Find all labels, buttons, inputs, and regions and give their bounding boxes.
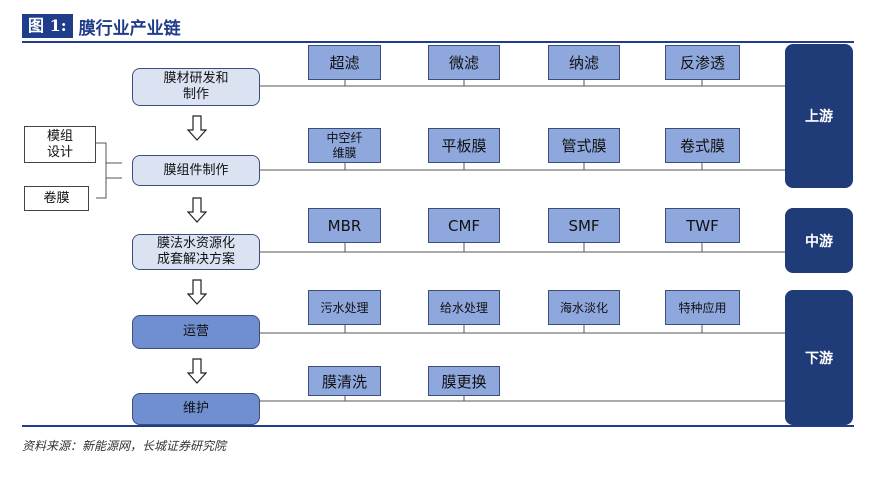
stage-downstream: 下游 bbox=[785, 290, 853, 425]
item-membrane-replacement: 膜更换 bbox=[428, 366, 500, 396]
item-label: SMF bbox=[568, 216, 600, 235]
item-label: MBR bbox=[327, 216, 362, 235]
item-label: 管式膜 bbox=[561, 137, 607, 155]
item-tubular: 管式膜 bbox=[548, 128, 620, 163]
item-label: 平板膜 bbox=[441, 137, 487, 155]
flow-step-solution: 膜法水资源化 成套解决方案 bbox=[132, 234, 260, 270]
item-special-applications: 特种应用 bbox=[665, 290, 740, 325]
item-microfiltration: 微滤 bbox=[428, 45, 500, 80]
stage-label: 中游 bbox=[805, 233, 833, 250]
source-note: 资料来源：新能源网，长城证券研究院 bbox=[22, 439, 227, 453]
item-flat-sheet: 平板膜 bbox=[428, 128, 500, 163]
item-water-supply-treatment: 给水处理 bbox=[428, 290, 500, 325]
stage-label: 上游 bbox=[805, 109, 833, 125]
item-label: 海水淡化 bbox=[559, 301, 608, 315]
item-hollow-fiber: 中空纤 维膜 bbox=[308, 128, 381, 163]
item-spiral-wound: 卷式膜 bbox=[665, 128, 740, 163]
flow-step-operation: 运营 bbox=[132, 315, 260, 349]
item-label: 中空纤 维膜 bbox=[326, 130, 363, 160]
stage-label: 下游 bbox=[805, 350, 833, 367]
item-label: 特种应用 bbox=[678, 301, 727, 315]
item-label: 污水处理 bbox=[320, 301, 369, 315]
item-wastewater-treatment: 污水处理 bbox=[308, 290, 381, 325]
flow-step-label: 运营 bbox=[182, 324, 209, 339]
item-label: 卷式膜 bbox=[679, 137, 725, 155]
stage-midstream: 中游 bbox=[785, 208, 853, 273]
title-divider bbox=[22, 41, 854, 43]
flow-step-membrane-rd: 膜材研发和 制作 bbox=[132, 68, 260, 106]
item-label: CMF bbox=[447, 216, 481, 235]
item-membrane-cleaning: 膜清洗 bbox=[308, 366, 381, 396]
down-arrow-icon bbox=[187, 358, 207, 384]
item-mbr: MBR bbox=[308, 208, 381, 243]
item-label: 膜更换 bbox=[441, 372, 487, 391]
side-input-label: 模组 设计 bbox=[46, 128, 73, 160]
figure-name: 膜行业产业链 bbox=[78, 18, 181, 39]
item-desalination: 海水淡化 bbox=[548, 290, 620, 325]
flow-step-maintenance: 维护 bbox=[132, 393, 260, 425]
figure-title: 图 1: 膜行业产业链 bbox=[22, 14, 181, 39]
item-label: TWF bbox=[686, 216, 719, 235]
down-arrow-icon bbox=[187, 115, 207, 141]
flow-step-label: 膜法水资源化 成套解决方案 bbox=[156, 236, 235, 267]
flow-step-label: 维护 bbox=[182, 401, 209, 416]
flow-step-label: 膜组件制作 bbox=[163, 162, 229, 178]
item-twf: TWF bbox=[665, 208, 740, 243]
item-nanofiltration: 纳滤 bbox=[548, 45, 620, 80]
item-cmf: CMF bbox=[428, 208, 500, 243]
item-label: 给水处理 bbox=[439, 301, 488, 315]
down-arrow-icon bbox=[187, 197, 207, 223]
flow-step-module-making: 膜组件制作 bbox=[132, 155, 260, 186]
figure-label: 图 1: bbox=[22, 14, 73, 38]
item-label: 反渗透 bbox=[679, 54, 725, 72]
item-label: 膜清洗 bbox=[321, 372, 367, 391]
item-label: 微滤 bbox=[448, 54, 479, 72]
bottom-divider bbox=[22, 425, 854, 427]
item-smf: SMF bbox=[548, 208, 620, 243]
item-label: 纳滤 bbox=[568, 54, 599, 72]
item-label: 超滤 bbox=[329, 54, 360, 72]
item-reverse-osmosis: 反渗透 bbox=[665, 45, 740, 80]
side-input-module-design: 模组 设计 bbox=[24, 126, 96, 163]
down-arrow-icon bbox=[187, 279, 207, 305]
side-input-label: 卷膜 bbox=[43, 190, 70, 206]
flow-step-label: 膜材研发和 制作 bbox=[163, 71, 229, 102]
side-input-rolled-membrane: 卷膜 bbox=[24, 186, 89, 211]
stage-upstream: 上游 bbox=[785, 44, 853, 188]
item-ultrafiltration: 超滤 bbox=[308, 45, 381, 80]
